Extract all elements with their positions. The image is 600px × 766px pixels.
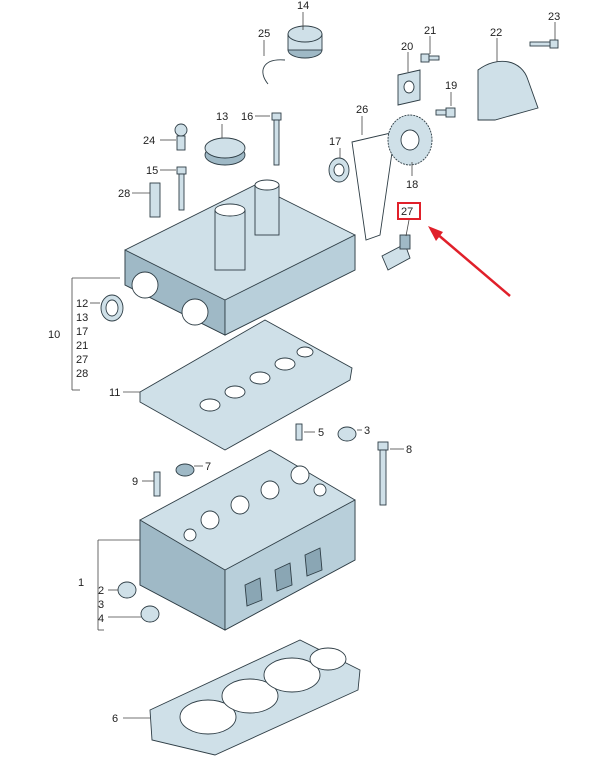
label-20[interactable]: 20 [401, 41, 413, 53]
hall-sender-27 [381, 234, 411, 271]
head-bolt-8 [377, 441, 389, 506]
label-26[interactable]: 26 [356, 104, 368, 116]
label-6[interactable]: 6 [112, 713, 118, 725]
hub-20 [397, 69, 421, 106]
part-labels: 14 25 21 20 22 23 26 19 18 17 13 16 24 1… [48, 0, 560, 725]
label-25[interactable]: 25 [258, 28, 270, 40]
group10-item-5: 28 [76, 368, 88, 380]
group10-item-4: 27 [76, 354, 88, 366]
stud-9 [153, 471, 161, 497]
label-15[interactable]: 15 [146, 165, 158, 177]
label-14[interactable]: 14 [297, 0, 309, 12]
bolt-19 [435, 107, 456, 118]
cover-gasket [139, 319, 353, 451]
bolt-21 [420, 53, 440, 63]
cap-14 [287, 25, 323, 59]
dowel-pin-5 [295, 423, 303, 441]
label-18[interactable]: 18 [406, 179, 418, 191]
bolt-15 [176, 166, 187, 211]
label-10[interactable]: 10 [48, 329, 60, 341]
label-9[interactable]: 9 [132, 476, 138, 488]
group10-item-2: 17 [76, 326, 88, 338]
highlight-box-27 [397, 202, 421, 220]
label-1[interactable]: 1 [78, 577, 84, 589]
sensor-28 [149, 182, 161, 218]
group10-item-0: 12 [76, 298, 88, 310]
group1-item-1: 3 [98, 599, 104, 611]
sealing-cap-3 [337, 426, 357, 442]
sealing-plug-2 [117, 581, 137, 599]
label-27[interactable]: 27 [401, 206, 413, 218]
bolt-23 [529, 39, 559, 49]
timing-cover-22 [477, 60, 539, 121]
group1-item-0: 2 [98, 585, 104, 597]
leader-lines [71, 12, 556, 719]
ball-stud-24 [174, 123, 188, 151]
label-11[interactable]: 11 [109, 387, 120, 399]
label-8[interactable]: 8 [406, 444, 412, 456]
seal-12-bore [105, 299, 119, 317]
label-19[interactable]: 19 [445, 80, 457, 92]
hose-25 [262, 59, 286, 85]
label-22[interactable]: 22 [490, 27, 502, 39]
label-13[interactable]: 13 [216, 111, 228, 123]
oil-filler-cap-13 [204, 137, 246, 166]
label-5[interactable]: 5 [318, 427, 324, 439]
seal-17-bore [333, 163, 345, 177]
callout-arrow [428, 226, 511, 297]
group1-item-2: 4 [98, 613, 104, 625]
group10-item-1: 13 [76, 312, 88, 324]
label-24[interactable]: 24 [143, 135, 155, 147]
label-7[interactable]: 7 [205, 461, 211, 473]
seal-7 [175, 463, 195, 477]
cylinder-head [139, 449, 356, 631]
label-17[interactable]: 17 [329, 136, 341, 148]
camshaft-housing [124, 179, 356, 336]
label-16[interactable]: 16 [241, 111, 253, 123]
label-23[interactable]: 23 [548, 11, 560, 23]
camshaft-sprocket-18 [387, 114, 433, 166]
sealing-plug-4 [140, 605, 160, 623]
group10-item-3: 21 [76, 340, 88, 352]
label-28[interactable]: 28 [118, 188, 130, 200]
label-21[interactable]: 21 [424, 25, 436, 37]
head-gasket [149, 639, 361, 756]
bolt-16 [271, 112, 282, 166]
label-3-upper[interactable]: 3 [364, 425, 370, 437]
toothed-belt-26 [351, 131, 396, 241]
